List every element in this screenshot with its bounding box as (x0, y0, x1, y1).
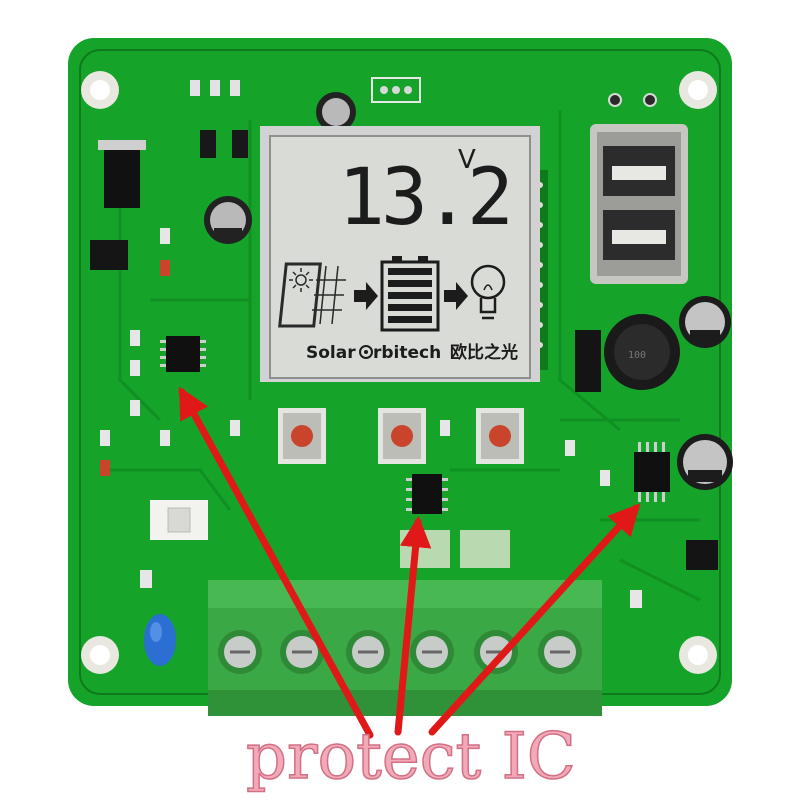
pin-header (371, 77, 657, 107)
brand-name: Solar (306, 343, 356, 363)
tactile-button-right[interactable] (476, 408, 524, 464)
terminal-screw (410, 630, 454, 674)
sun-icon (289, 268, 313, 292)
protect-ic-right (634, 442, 670, 502)
mounting-hole (81, 636, 119, 674)
electrolytic-capacitor (679, 296, 731, 348)
lcd-display: 13.2 V (260, 126, 540, 382)
svg-text:100: 100 (628, 350, 646, 361)
usb-port-stack (590, 124, 688, 284)
solar-panel-icon (278, 262, 346, 328)
voltage-unit: V (458, 145, 476, 175)
terminal-screw (280, 630, 324, 674)
power-inductor: 100 (604, 314, 680, 390)
annotation-arrows (178, 386, 641, 739)
protect-ic-middle (406, 474, 448, 514)
electrolytic-capacitor (677, 434, 733, 490)
electrolytic-capacitor (204, 196, 252, 244)
terminal-screw (538, 630, 582, 674)
arrow-to-middle-ic (394, 515, 432, 736)
right-arrow-icon (444, 282, 468, 310)
terminal-screw (346, 630, 390, 674)
arrow-to-right-ic (428, 503, 641, 736)
battery-icon (380, 256, 440, 332)
tactile-button-middle[interactable] (378, 408, 426, 464)
brand-name-rest: rbitech (373, 343, 441, 363)
protect-ic-left (160, 336, 206, 372)
terminal-screw (218, 630, 262, 674)
arrow-to-left-ic (178, 386, 374, 739)
ceramic-capacitor (144, 614, 176, 666)
mounting-hole (679, 636, 717, 674)
caption-protect-ic: protect IC (246, 720, 576, 794)
voltage-reading: 13.2 (338, 153, 510, 243)
tactile-button-left[interactable] (278, 408, 326, 464)
terminal-screw (474, 630, 518, 674)
right-arrow-icon (354, 282, 378, 310)
electrolytic-capacitor (316, 92, 356, 132)
light-bulb-icon (470, 264, 506, 320)
mounting-hole (679, 71, 717, 109)
brand-logo-orbit (359, 345, 373, 359)
brand-name-chinese: 欧比之光 (450, 342, 518, 363)
optocoupler (150, 500, 208, 540)
mounting-hole (81, 71, 119, 109)
